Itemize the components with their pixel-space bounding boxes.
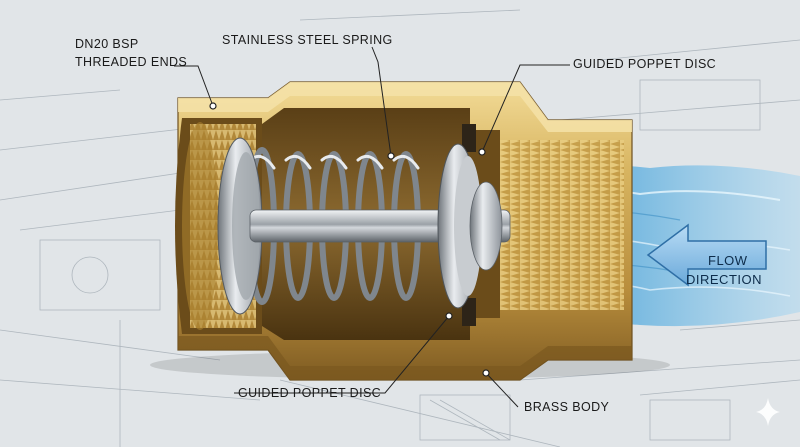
leader-dots xyxy=(209,102,490,377)
label-poppet-disc-bottom: GUIDED POPPET DISC xyxy=(238,386,382,400)
back-guide-disc xyxy=(217,137,263,315)
label-brass-body: BRASS BODY xyxy=(524,400,610,414)
flow-label-line1: FLOW xyxy=(708,253,748,268)
label-poppet-disc-top: GUIDED POPPET DISC xyxy=(573,57,717,71)
flow-label-line2: DIRECTION xyxy=(686,272,762,287)
sparkle-icon xyxy=(756,398,780,426)
label-threaded-ends-line2: THREADED ENDS xyxy=(75,55,188,69)
label-spring: STAINLESS STEEL SPRING xyxy=(222,33,393,47)
label-threaded-ends-line1: DN20 BSP xyxy=(75,37,139,51)
flow-arrow xyxy=(646,223,767,287)
leader-lines xyxy=(174,46,570,408)
poppet-disc xyxy=(437,143,503,309)
